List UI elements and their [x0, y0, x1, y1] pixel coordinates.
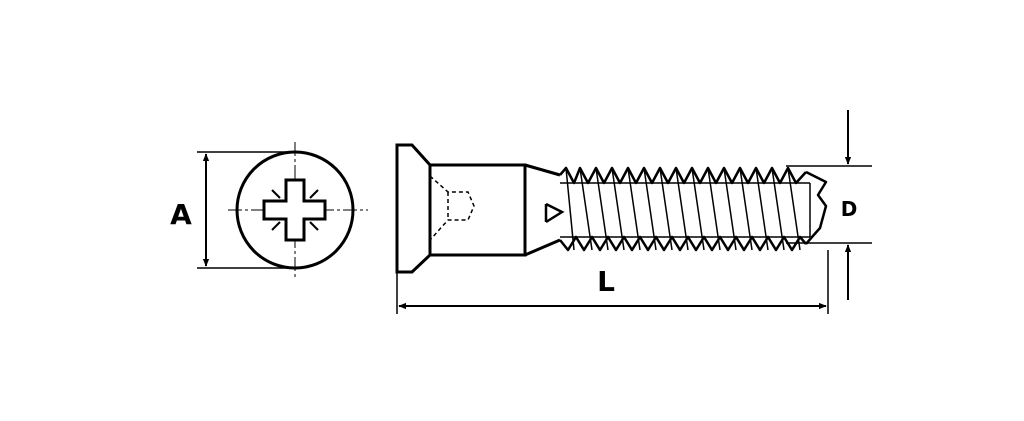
thread-diameter-dimension: D — [786, 110, 872, 300]
head-top-view: A — [170, 142, 368, 278]
screw-shank — [430, 163, 527, 257]
thread-transition — [524, 163, 561, 257]
pozi-cross-recess — [262, 178, 327, 242]
pozi-tick-marks — [271, 189, 319, 231]
label-d: D — [841, 197, 858, 221]
length-dimension: L — [396, 250, 829, 314]
thread-cut-notch — [544, 202, 565, 224]
label-l: L — [597, 265, 615, 298]
thread-flanks — [565, 167, 801, 251]
screw-head — [395, 143, 432, 274]
screw-side-view — [395, 143, 828, 274]
screw-tip — [805, 170, 828, 245]
recess-hidden-line — [429, 175, 475, 241]
label-a: A — [170, 198, 192, 231]
